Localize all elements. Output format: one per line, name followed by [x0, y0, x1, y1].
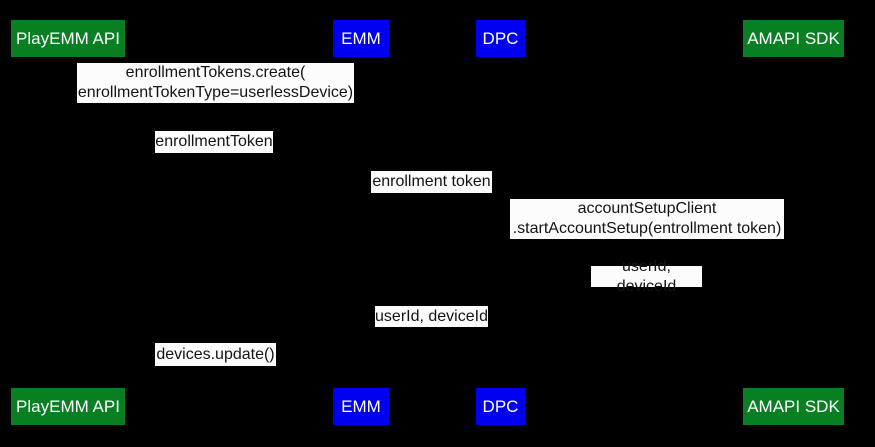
actor-amapi-sdk-bottom: AMAPI SDK [743, 388, 844, 425]
actor-amapi-sdk-top: AMAPI SDK [743, 20, 844, 57]
message-enrollment-token: enrollment token [371, 171, 492, 193]
actor-emm-top: EMM [333, 20, 389, 57]
actor-dpc-bottom: DPC [476, 388, 525, 425]
message-enrollment-tokens-create: enrollmentTokens.create( enrollmentToken… [77, 63, 354, 103]
actor-playemm-api-bottom: PlayEMM API [11, 388, 125, 425]
message-userid-deviceid-dpc-emm: userId, deviceId [375, 306, 488, 327]
message-start-account-setup: accountSetupClient .startAccountSetup(en… [510, 199, 784, 239]
actor-emm-bottom: EMM [333, 388, 389, 425]
message-enrollment-token-return: enrollmentToken [155, 131, 273, 153]
actor-dpc-top: DPC [476, 20, 525, 57]
message-userid-deviceid-sdk-dpc: userId, deviceId [591, 258, 702, 295]
actor-playemm-api-top: PlayEMM API [11, 20, 125, 57]
message-devices-update: devices.update() [155, 343, 276, 366]
